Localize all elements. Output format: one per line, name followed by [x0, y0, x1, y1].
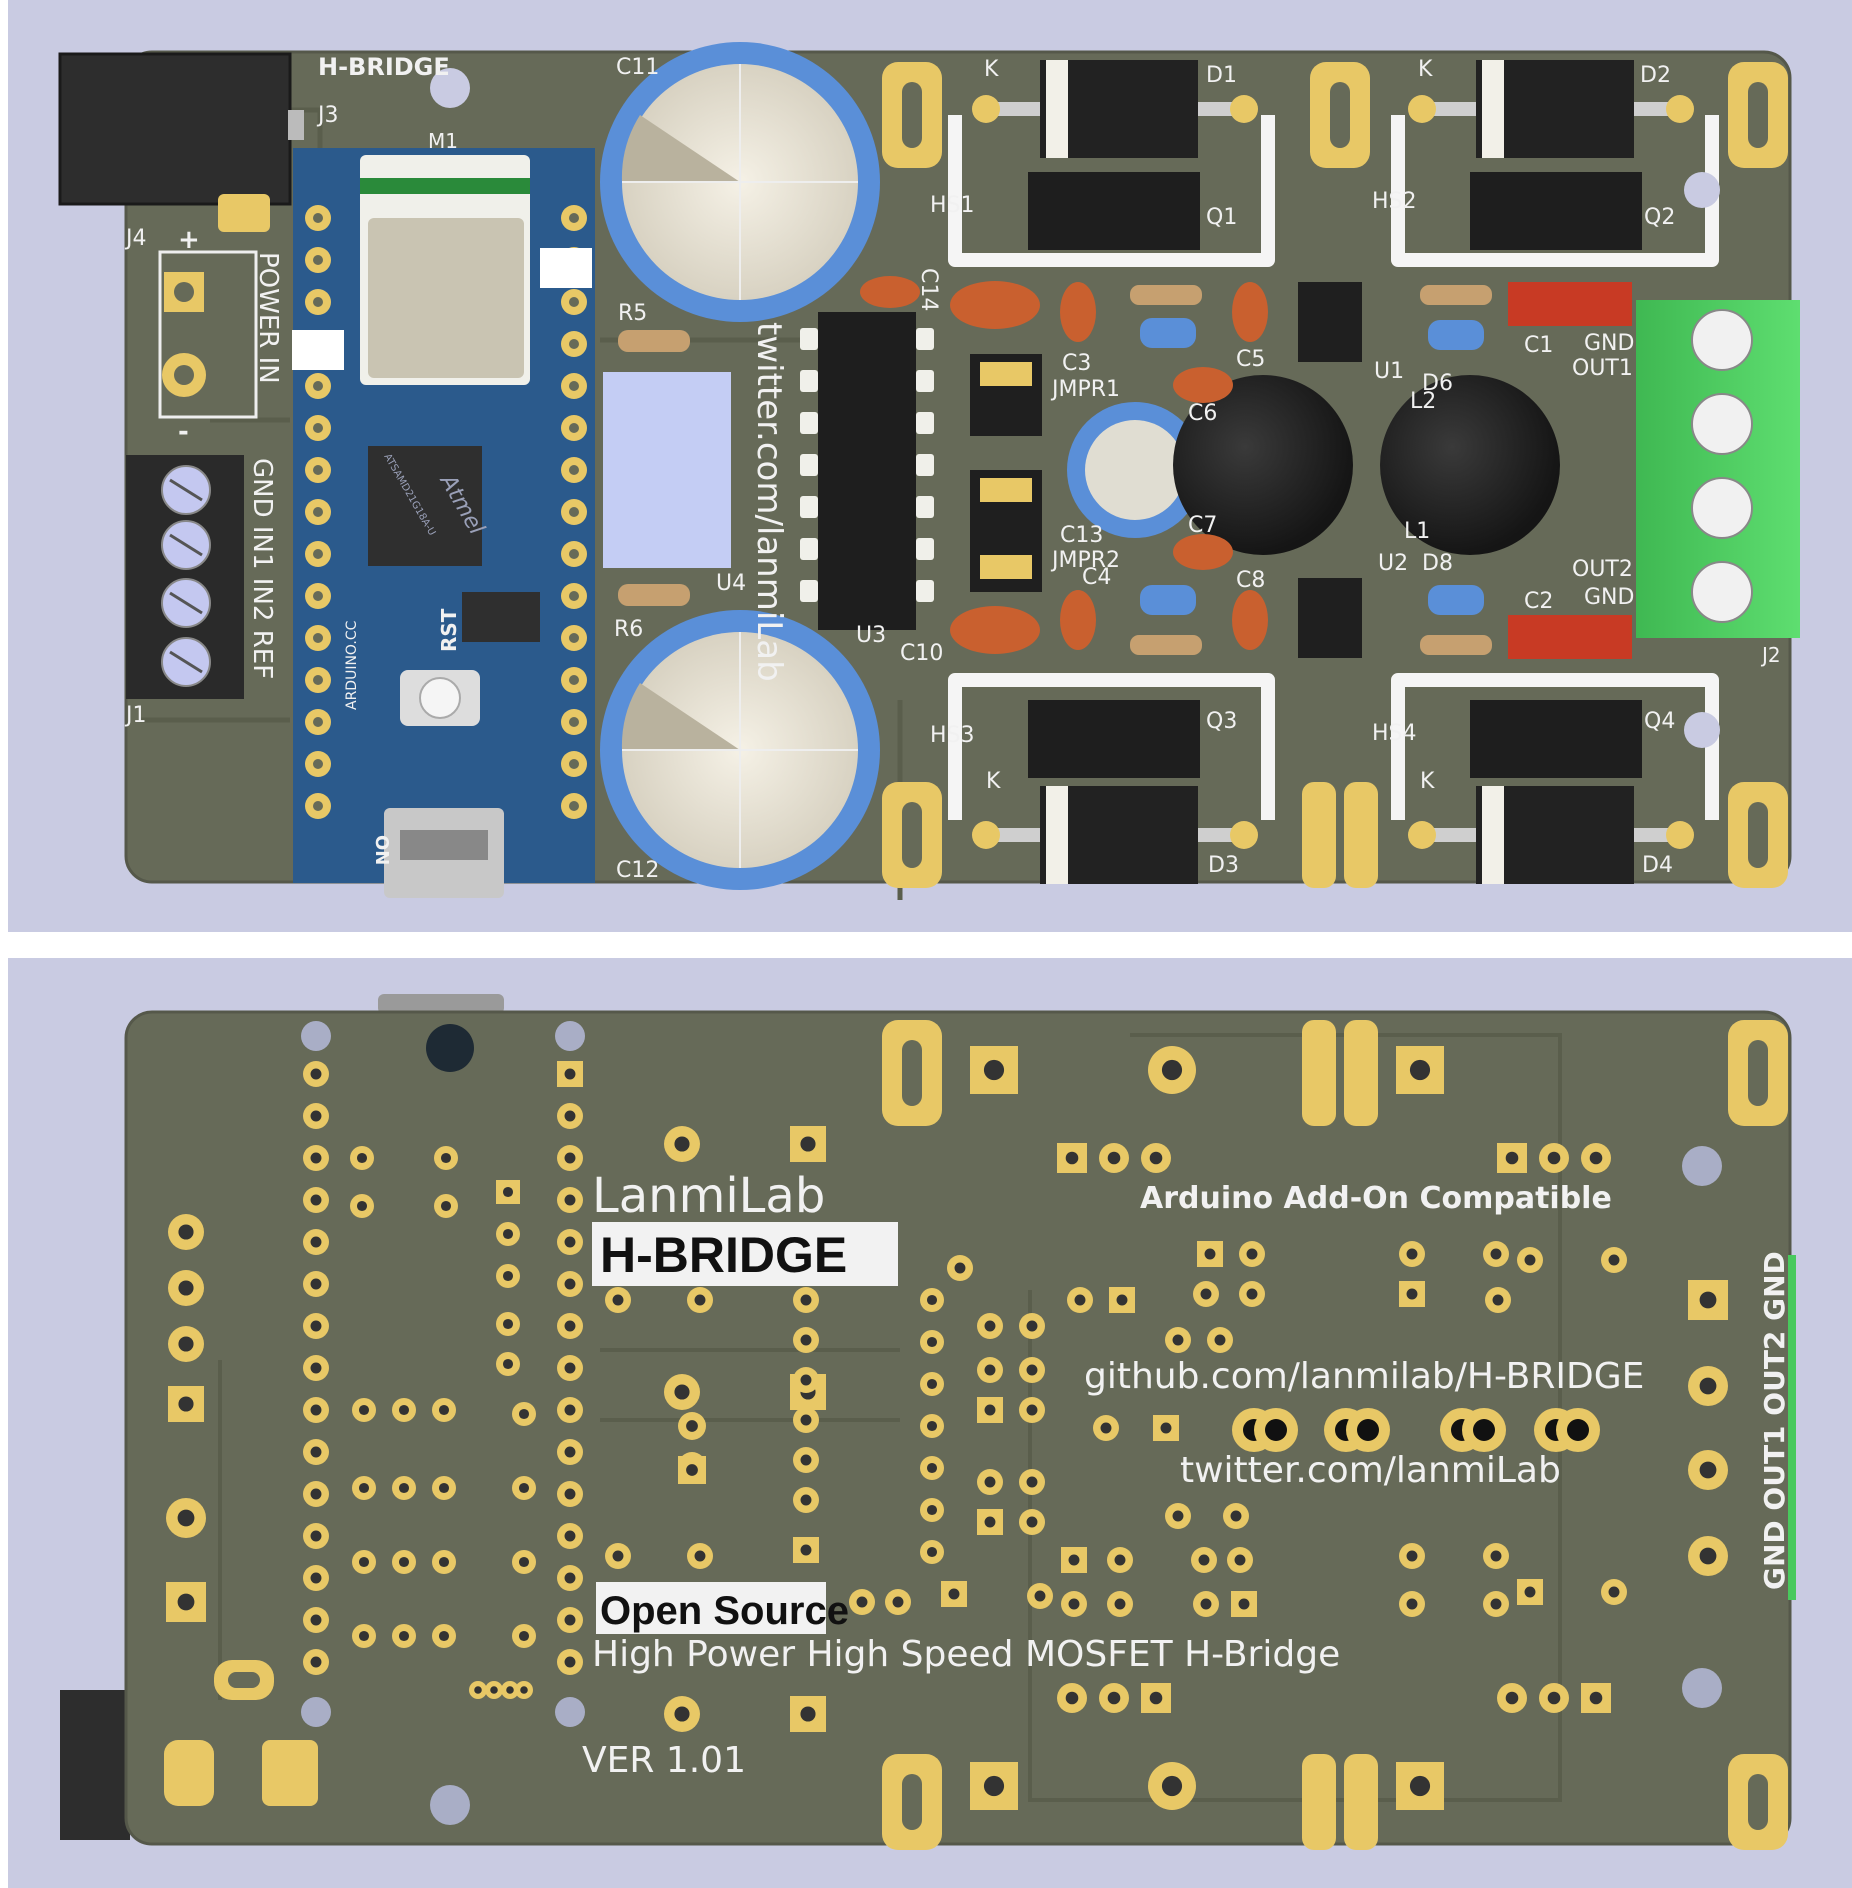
- ref-r5: R5: [618, 301, 647, 326]
- barrel-jack: [60, 54, 290, 204]
- ref-q3: Q3: [1206, 709, 1237, 734]
- ref-u4: U4: [716, 571, 746, 596]
- ref-q4: Q4: [1644, 709, 1675, 734]
- ref-q1: Q1: [1206, 205, 1237, 230]
- u3-ic: [818, 312, 916, 630]
- compat-text: Arduino Add-On Compatible: [1140, 1181, 1612, 1216]
- version-label: VER 1.01: [582, 1740, 746, 1781]
- reset-button[interactable]: [419, 677, 461, 719]
- cathode-mark-d4: K: [1420, 769, 1435, 794]
- ref-hs1: HS1: [930, 193, 975, 218]
- ref-c10: C10: [900, 641, 943, 666]
- open-source-box: [596, 1582, 826, 1634]
- ref-j4: J4: [124, 226, 147, 251]
- ref-c13: C13: [1060, 523, 1103, 548]
- ref-m1: M1: [428, 129, 458, 153]
- ref-d6: D6: [1422, 371, 1453, 396]
- bottom-out-labels: GND OUT1 OUT2 GND: [1758, 1251, 1791, 1590]
- open-source-label: Open Source: [600, 1589, 849, 1633]
- ref-d8: D8: [1422, 551, 1453, 576]
- ref-hs4: HS4: [1372, 721, 1417, 746]
- ref-u3: U3: [856, 623, 886, 648]
- ref-q2: Q2: [1644, 205, 1675, 230]
- ref-j2: J2: [1760, 643, 1781, 667]
- ref-c5: C5: [1236, 347, 1265, 372]
- github-url: github.com/lanmilab/H-BRIDGE: [1084, 1356, 1644, 1397]
- ref-jmpr1: JMPR1: [1050, 377, 1120, 402]
- ref-d2: D2: [1640, 63, 1671, 88]
- out-label-out2: OUT2: [1572, 557, 1633, 582]
- ref-u2: U2: [1378, 551, 1408, 576]
- arduino-cc-label: ARDUINO.CC: [344, 620, 360, 710]
- out-label-out1: OUT1: [1572, 356, 1633, 381]
- twitter-url: twitter.com/lanmiLab: [1180, 1450, 1561, 1491]
- mount-hole: [430, 68, 470, 108]
- ref-c14: C14: [916, 268, 941, 311]
- tagline: High Power High Speed MOSFET H-Bridge: [592, 1634, 1340, 1675]
- product-name: H-BRIDGE: [600, 1227, 847, 1283]
- ref-u1: U1: [1374, 359, 1404, 384]
- ref-hs3: HS3: [930, 723, 975, 748]
- ref-jmpr2: JMPR2: [1050, 548, 1120, 573]
- cathode-mark-d1: K: [984, 57, 999, 82]
- on-label: ON: [371, 835, 392, 865]
- ref-d3: D3: [1208, 853, 1239, 878]
- ref-c6: C6: [1188, 401, 1217, 426]
- brand-name: LanmiLab: [592, 1168, 825, 1224]
- capacitor-c12: [600, 610, 880, 890]
- mcu-chip: [368, 446, 482, 566]
- bottom-silkscreen: LanmiLab H-BRIDGE Arduino Add-On Compati…: [582, 1168, 1791, 1781]
- cathode-mark-d2: K: [1418, 57, 1433, 82]
- ref-r6: R6: [614, 617, 643, 642]
- rst-label: RST: [437, 608, 461, 652]
- top-silkscreen: H-BRIDGE M1 J3 J4 + - J1 POWER IN GND IN…: [124, 53, 1781, 883]
- ref-l1: L1: [1404, 519, 1430, 544]
- ref-c2: C2: [1524, 589, 1553, 614]
- inductor-l2: [1380, 375, 1560, 555]
- bottom-view: [60, 994, 1796, 1850]
- ref-j3: J3: [316, 103, 339, 128]
- ref-l2: L2: [1410, 389, 1436, 414]
- capacitor-c2: [1508, 615, 1632, 659]
- polarity-plus: +: [178, 225, 200, 255]
- ref-c4: C4: [1082, 565, 1111, 590]
- ref-d1: D1: [1206, 63, 1237, 88]
- ref-c11: C11: [616, 55, 659, 80]
- capacitor-c1: [1508, 282, 1632, 326]
- inductor-l1: [1173, 375, 1353, 555]
- u4-module: [603, 372, 731, 568]
- input-labels: GND IN1 IN2 REF: [247, 458, 277, 679]
- ref-j1: J1: [124, 703, 147, 728]
- capacitor-c11: [600, 42, 880, 322]
- ref-c1: C1: [1524, 333, 1553, 358]
- polarity-minus: -: [178, 417, 189, 447]
- power-in-label: POWER IN: [253, 252, 283, 384]
- ref-c8: C8: [1236, 568, 1265, 593]
- ref-c7: C7: [1188, 513, 1217, 538]
- ref-c12: C12: [616, 858, 659, 883]
- product-label-box: [592, 1222, 898, 1286]
- out-label-gnd-top: GND: [1584, 331, 1634, 356]
- out-label-gnd-bottom: GND: [1584, 585, 1634, 610]
- top-view: [58, 42, 1800, 900]
- ref-d4: D4: [1642, 853, 1673, 878]
- ref-hs2: HS2: [1372, 189, 1417, 214]
- top-twitter-text: twitter.com/lanmiLab: [749, 322, 789, 682]
- cathode-mark-d3: K: [986, 769, 1001, 794]
- ref-c3: C3: [1062, 351, 1091, 376]
- board-title: H-BRIDGE: [318, 53, 450, 81]
